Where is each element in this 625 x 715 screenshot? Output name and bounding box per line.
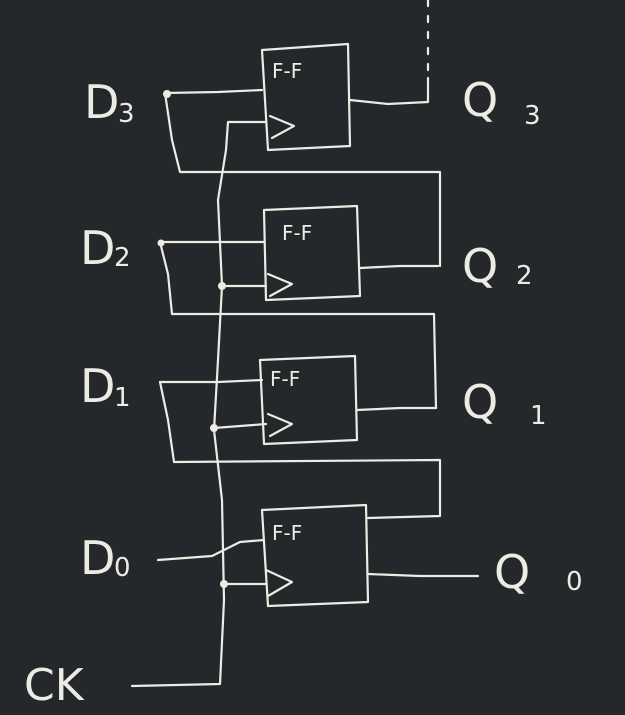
d3-input-wire (163, 88, 264, 95)
d0-input-wire (156, 538, 266, 562)
q1-label: Q (462, 375, 498, 429)
flipflop-1-label: F-F (270, 367, 300, 391)
d2-label: D (80, 221, 115, 275)
q0-label: Q (494, 545, 530, 599)
loop-q2-to-d3 (163, 91, 442, 268)
flipflop-2-label: F-F (282, 221, 312, 245)
flipflop-0-box (260, 503, 370, 608)
junction-clock-0 (220, 580, 228, 588)
loop-q0-to-d1 (158, 380, 442, 520)
junction-d2 (157, 239, 165, 247)
d1-label: D (80, 359, 115, 413)
q3-label: Q (462, 73, 498, 127)
q2-output-wire (358, 264, 440, 270)
q2-subscript: 2 (516, 261, 533, 291)
d3-label: D (84, 75, 119, 129)
flipflop-3-box (260, 42, 352, 152)
flipflop-2-clock-triangle (266, 272, 294, 298)
q3-output-wire (348, 76, 430, 106)
clock-bus (130, 120, 268, 688)
d1-input-wire (158, 378, 264, 384)
q0-subscript: 0 (566, 567, 583, 597)
clock-tap-1 (212, 422, 268, 430)
flipflop-0-label: F-F (272, 521, 302, 545)
flipflop-3-label: F-F (272, 59, 302, 83)
junction-d3 (163, 90, 171, 98)
loop-q1-to-d2 (158, 240, 438, 410)
flipflop-0-clock-triangle (264, 568, 294, 598)
q0-output-wire (366, 572, 480, 578)
flipflop-2-box (262, 204, 362, 302)
d3-subscript: 3 (118, 99, 135, 129)
q2-label: Q (462, 239, 498, 293)
d0-label: D (80, 531, 115, 585)
flipflop-1-box (258, 354, 359, 446)
d2-subscript: 2 (114, 243, 131, 273)
q1-output-wire (355, 406, 438, 412)
flipflop-3-clock-triangle (268, 114, 296, 140)
clock-label: CK (24, 660, 85, 711)
flipflop-1-clock-triangle (266, 412, 294, 438)
junction-clock-1 (210, 424, 218, 432)
q3-subscript: 3 (524, 101, 541, 131)
q1-subscript: 1 (530, 401, 547, 431)
junction-clock-2 (218, 282, 226, 290)
d1-subscript: 1 (114, 383, 131, 413)
d0-subscript: 0 (114, 553, 131, 583)
